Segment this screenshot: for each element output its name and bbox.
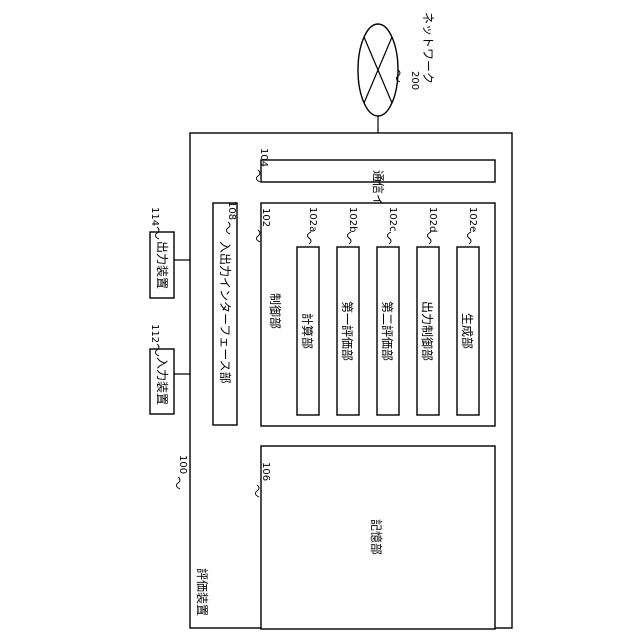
network-node: 200 ネットワーク [358, 12, 435, 116]
evaluation-device-label: 評価装置 [195, 568, 210, 616]
submodule-label: 第二評価部 [380, 301, 395, 361]
submodule-label: 第一評価部 [340, 301, 355, 361]
network-ref: 200 [409, 71, 420, 90]
output-device-ref: 114 [149, 207, 160, 226]
storage-unit-ref: 106 [260, 462, 271, 481]
io-interface-ref: 108 [226, 201, 237, 220]
io-interface-label: 入出力インターフェース部 [218, 241, 233, 384]
input-device-ref: 112 [149, 324, 160, 343]
submodule-ref: 102e [467, 207, 478, 232]
control-unit-ref: 102 [260, 208, 271, 227]
comm-interface-ref: 104 [258, 148, 269, 167]
submodule-ref: 102d [427, 207, 438, 232]
storage-unit-label: 記憶部 [369, 519, 384, 555]
submodule-label: 生成部 [460, 313, 475, 349]
submodule-ref: 102b [347, 207, 358, 232]
submodule-label: 計算部 [300, 313, 315, 349]
submodule-label: 出力制御部 [420, 301, 435, 361]
evaluation-device-leader [176, 477, 180, 489]
network-label: ネットワーク [421, 12, 435, 84]
control-unit-label: 制御部 [268, 293, 283, 329]
output-device-label: 出力装置 [155, 241, 169, 289]
evaluation-device-ref: 100 [177, 455, 188, 474]
input-device-label: 入力装置 [155, 357, 169, 405]
submodule-ref: 102c [387, 207, 398, 232]
submodule-ref: 102a [307, 207, 318, 232]
